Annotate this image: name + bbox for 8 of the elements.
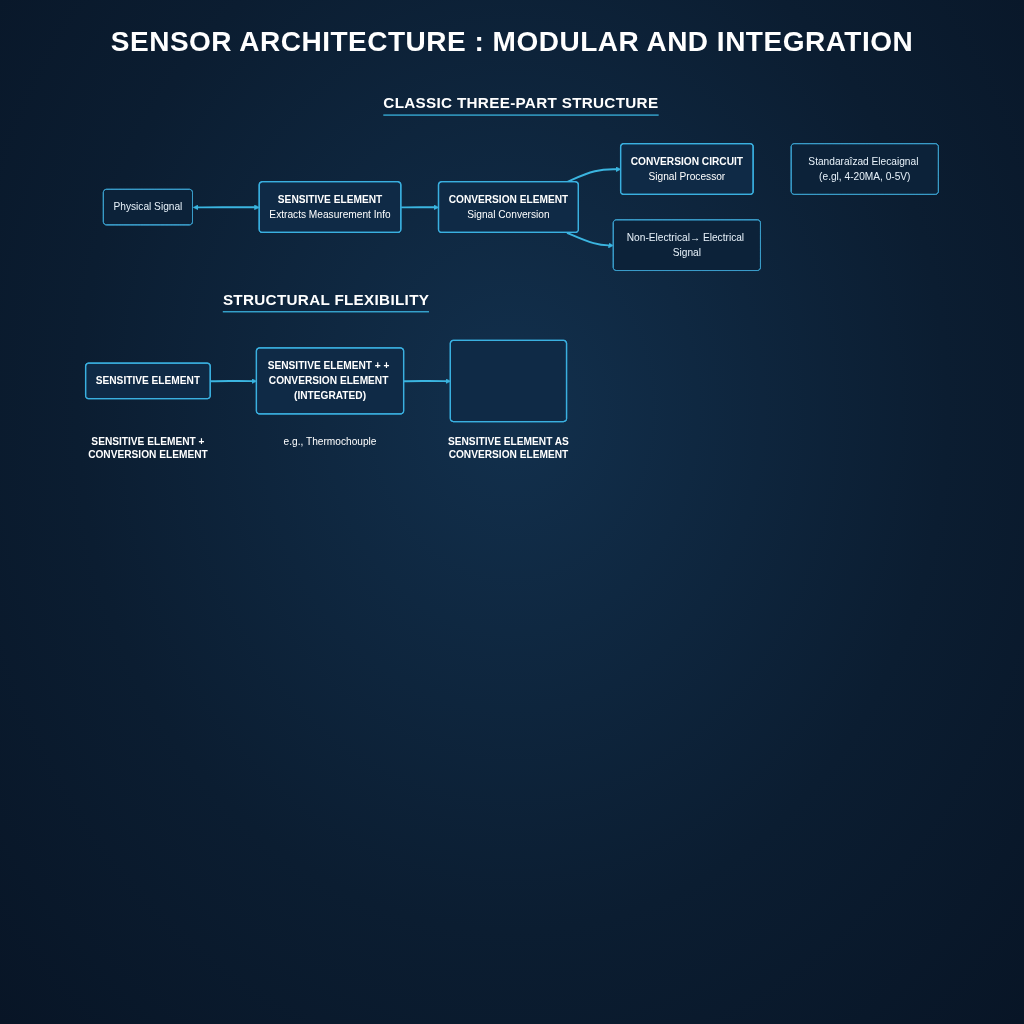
- node-caption: SENSITIVE ELEMENT + CONVERSION ELEMENT: [87, 435, 209, 462]
- section-heading: CLASSIC THREE-PART STRUCTURE: [383, 94, 659, 116]
- diagram-title: SENSOR ARCHITECTURE : MODULAR AND INTEGRATION: [110, 26, 914, 58]
- arrow: [566, 231, 614, 249]
- node-caption: SENSITIVE ELEMENT AS CONVERSION ELEMENT: [447, 435, 570, 462]
- node-caption: e.g., Thermochouple: [283, 435, 377, 449]
- section-heading: STRUCTURAL FLEXIBILITY: [222, 290, 430, 313]
- arrow: [192, 204, 260, 211]
